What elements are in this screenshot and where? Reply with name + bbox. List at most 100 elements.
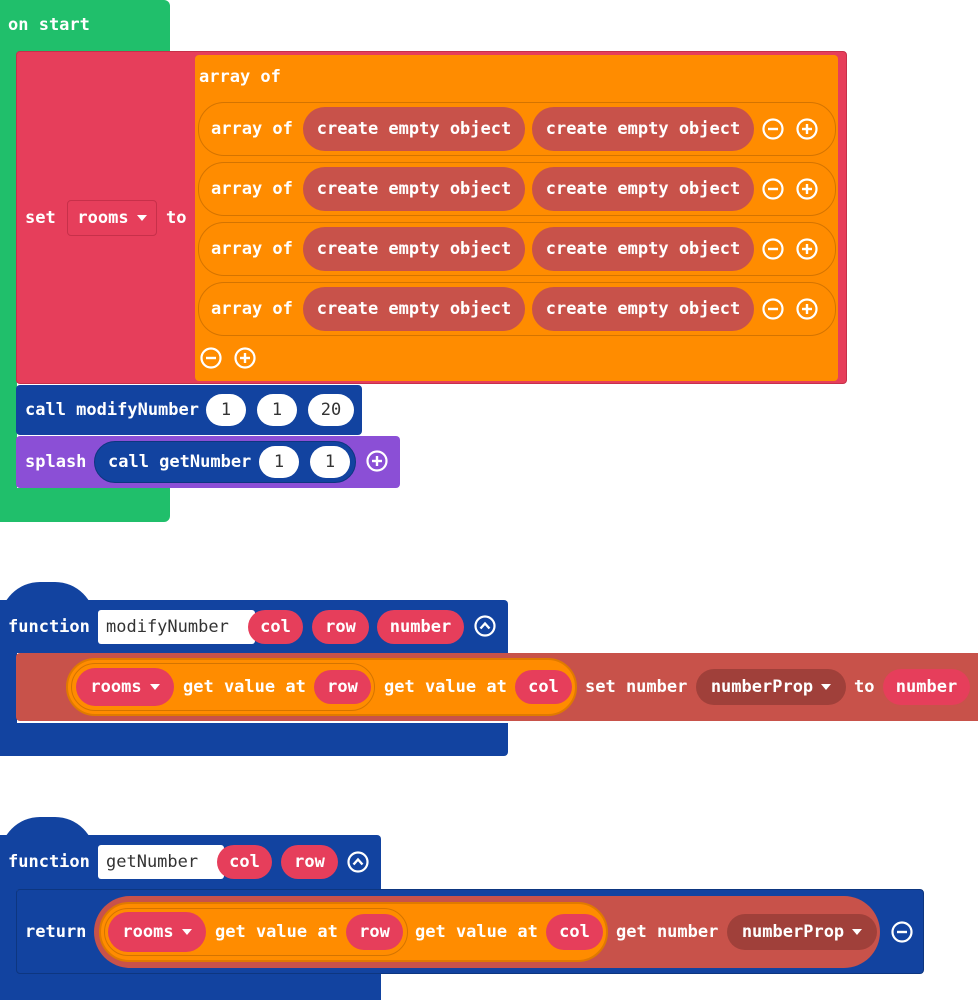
on-start-foot (0, 488, 170, 522)
create-empty-object-block[interactable]: create empty object (532, 227, 754, 271)
call-modify-number-block[interactable]: call modifyNumber 1 1 20 (16, 385, 362, 435)
array-of-label: array of (211, 179, 293, 199)
create-object-label: create empty object (316, 299, 512, 319)
variable-dropdown-rooms[interactable]: rooms (108, 912, 206, 952)
call-label: call getNumber (108, 452, 252, 472)
property-dropdown[interactable]: numberProp (696, 669, 846, 705)
plus-circle-icon[interactable] (796, 238, 818, 260)
variable-name: rooms (77, 208, 129, 228)
splash-block[interactable]: splash call getNumber 1 1 (16, 436, 400, 488)
create-empty-object-block[interactable]: create empty object (532, 167, 754, 211)
arg-value: 1 (273, 452, 285, 472)
collapse-chevron-up-icon[interactable] (474, 615, 496, 637)
arg-value: 1 (324, 452, 336, 472)
function-keyword: function (8, 617, 90, 637)
arg-value: 1 (220, 400, 232, 420)
index-col[interactable]: col (515, 670, 572, 704)
create-empty-object-block[interactable]: create empty object (303, 107, 525, 151)
number-arg-input[interactable]: 1 (257, 394, 297, 426)
set-label: set (25, 208, 56, 228)
dropdown-caret-icon (181, 929, 192, 935)
variable-dropdown-rooms[interactable]: rooms (67, 200, 157, 236)
plus-circle-icon[interactable] (366, 450, 388, 472)
index-row[interactable]: row (314, 670, 371, 704)
value-label: number (895, 677, 958, 697)
get-value-at-label: get value at (183, 677, 306, 697)
property-dropdown[interactable]: numberProp (727, 914, 877, 950)
inner-array-row[interactable]: array of create empty object create empt… (198, 102, 836, 156)
value-number[interactable]: number (883, 669, 970, 705)
create-object-label: create empty object (316, 179, 512, 199)
call-label: call modifyNumber (25, 400, 199, 420)
inner-array-row[interactable]: array of create empty object create empt… (198, 222, 836, 276)
function-foot (0, 723, 508, 756)
inner-array-row[interactable]: array of create empty object create empt… (198, 282, 836, 336)
create-object-label: create empty object (545, 179, 741, 199)
param-label: row (294, 852, 325, 872)
create-empty-object-block[interactable]: create empty object (532, 107, 754, 151)
array-of-label: array of (211, 119, 293, 139)
create-empty-object-block[interactable]: create empty object (303, 287, 525, 331)
variable-name: rooms (90, 677, 142, 697)
minus-circle-icon[interactable] (762, 238, 784, 260)
call-get-number-reporter[interactable]: call getNumber 1 1 (94, 441, 356, 483)
arg-value: 20 (320, 400, 342, 420)
param-col[interactable]: col (217, 845, 272, 879)
get-value-at-label: get value at (215, 922, 338, 942)
function-name-field[interactable]: getNumber (98, 845, 224, 879)
get-value-at-label: get value at (384, 677, 507, 697)
property-name: numberProp (741, 922, 845, 942)
minus-circle-icon[interactable] (891, 921, 913, 943)
array-of-label: array of (211, 239, 293, 259)
param-row[interactable]: row (312, 610, 369, 644)
arg-value: 1 (271, 400, 283, 420)
param-label: col (229, 852, 260, 872)
minus-circle-icon[interactable] (762, 298, 784, 320)
param-number[interactable]: number (377, 610, 464, 644)
minus-circle-icon[interactable] (762, 118, 784, 140)
function-name-text: getNumber (106, 852, 199, 872)
create-empty-object-block[interactable]: create empty object (303, 227, 525, 271)
number-arg-input[interactable]: 1 (259, 446, 299, 478)
variable-name: rooms (122, 922, 174, 942)
function-keyword: function (8, 852, 90, 872)
on-start-label: on start (8, 15, 90, 35)
function-foot (0, 970, 381, 1000)
number-arg-input[interactable]: 1 (310, 446, 350, 478)
plus-circle-icon[interactable] (796, 178, 818, 200)
index-label: col (559, 922, 590, 942)
index-label: row (359, 922, 390, 942)
minus-circle-icon[interactable] (200, 347, 222, 369)
outer-array-label: array of (199, 67, 281, 87)
function-name-field[interactable]: modifyNumber (98, 610, 255, 644)
get-value-at-label: get value at (415, 922, 538, 942)
collapse-chevron-up-icon[interactable] (347, 851, 369, 873)
dropdown-caret-icon (136, 215, 147, 221)
function-name-text: modifyNumber (106, 617, 229, 637)
get-number-label: get number (616, 922, 719, 942)
create-empty-object-block[interactable]: create empty object (532, 287, 754, 331)
param-label: col (260, 617, 291, 637)
index-col[interactable]: col (546, 914, 603, 950)
number-arg-input[interactable]: 1 (206, 394, 246, 426)
number-arg-input[interactable]: 20 (308, 394, 354, 426)
create-object-label: create empty object (545, 239, 741, 259)
dropdown-caret-icon (149, 684, 160, 690)
create-empty-object-block[interactable]: create empty object (303, 167, 525, 211)
index-label: row (327, 677, 358, 697)
minus-circle-icon[interactable] (762, 178, 784, 200)
plus-circle-icon[interactable] (796, 298, 818, 320)
dropdown-caret-icon (852, 929, 863, 935)
variable-dropdown-rooms[interactable]: rooms (76, 668, 174, 706)
param-row[interactable]: row (281, 845, 338, 879)
create-object-label: create empty object (545, 119, 741, 139)
plus-circle-icon[interactable] (234, 347, 256, 369)
plus-circle-icon[interactable] (796, 118, 818, 140)
array-of-label: array of (211, 299, 293, 319)
on-start-hat[interactable] (0, 0, 170, 52)
index-row[interactable]: row (346, 914, 403, 950)
param-col[interactable]: col (248, 610, 303, 644)
splash-label: splash (25, 452, 87, 472)
inner-array-row[interactable]: array of create empty object create empt… (198, 162, 836, 216)
create-object-label: create empty object (316, 119, 512, 139)
